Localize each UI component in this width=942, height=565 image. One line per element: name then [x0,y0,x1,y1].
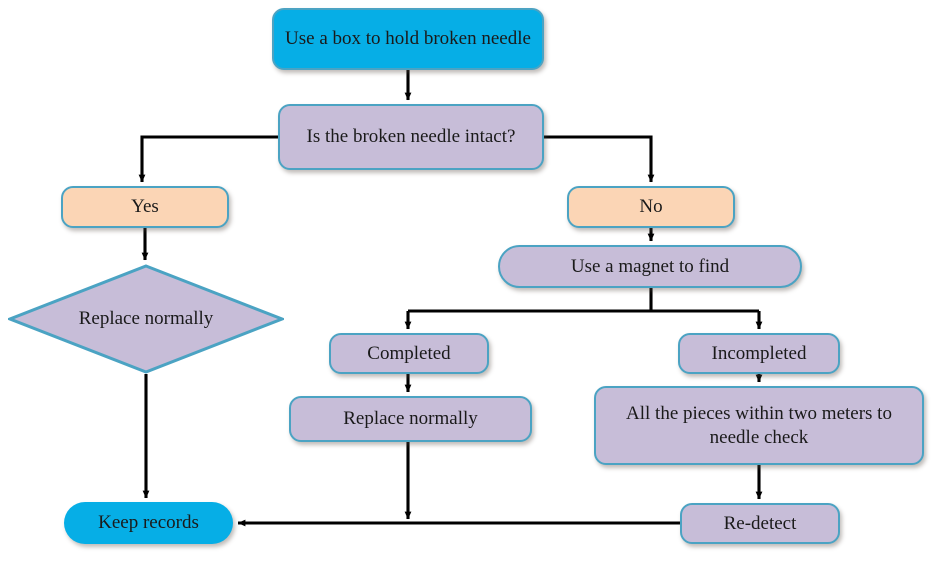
node-no[interactable]: No [567,186,735,228]
node-replace-diamond-label: Replace normally [78,308,214,330]
node-magnet[interactable]: Use a magnet to find [498,245,802,288]
node-intact-decision[interactable]: Is the broken needle intact? [278,104,544,170]
node-incompleted[interactable]: Incompleted [678,333,840,374]
node-re-detect-label: Re-detect [723,512,797,534]
node-hold-box-label: Use a box to hold broken needle [285,28,531,50]
edge-decision-to-yes [138,135,278,183]
node-yes[interactable]: Yes [61,186,229,228]
node-no-label: No [639,196,663,218]
node-magnet-label: Use a magnet to find [570,255,730,277]
node-yes-label: Yes [131,196,159,218]
node-pieces[interactable]: All the pieces within two meters to need… [594,386,924,465]
node-keep-records[interactable]: Keep records [64,502,233,544]
node-completed-label: Completed [367,342,451,364]
node-intact-decision-label: Is the broken needle intact? [306,126,516,148]
edge-decision-to-no [544,135,655,183]
node-replace-normally-label: Replace normally [343,408,478,430]
node-re-detect[interactable]: Re-detect [680,503,840,544]
node-pieces-label: All the pieces within two meters to need… [626,403,892,448]
diamond-shape-icon [8,264,284,374]
node-hold-box[interactable]: Use a box to hold broken needle [272,8,544,70]
node-replace-diamond[interactable]: Replace normally [8,264,284,374]
node-replace-normally[interactable]: Replace normally [289,396,532,442]
node-completed[interactable]: Completed [329,333,489,374]
node-keep-records-label: Keep records [98,512,199,534]
node-incompleted-label: Incompleted [711,342,807,364]
